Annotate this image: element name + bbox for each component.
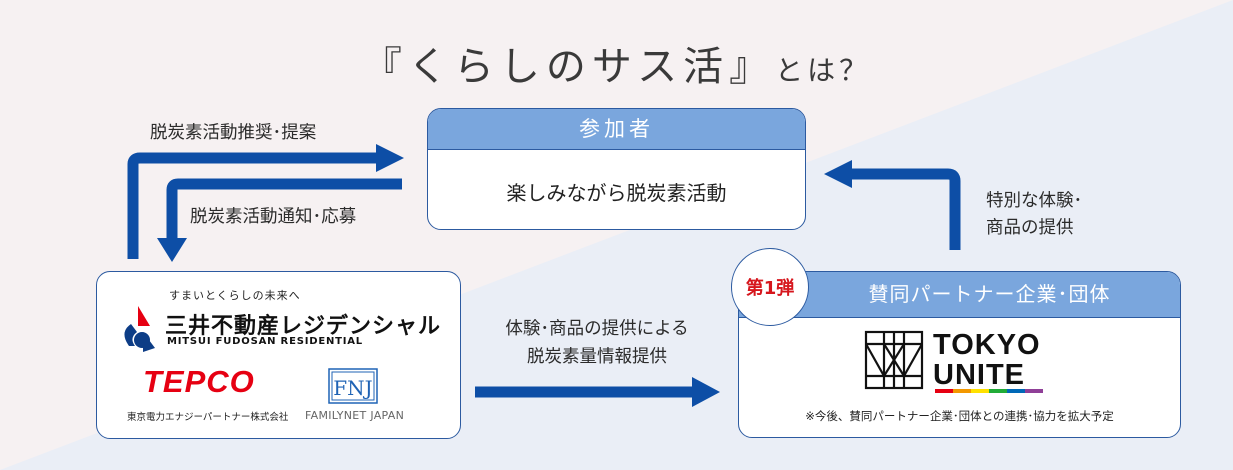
arrow-notice — [166, 178, 402, 240]
arrowhead-info — [692, 377, 720, 407]
title-main: 『くらしのサス活』 — [361, 44, 776, 90]
tokyo-unite-wordmark: TOKYO UNITE — [933, 330, 1041, 390]
partners-note: ※今後、賛同パートナー企業･団体との連携･協力を拡大予定 — [805, 409, 1114, 423]
arrow-recommend — [127, 152, 378, 259]
arrowhead-notice — [157, 238, 187, 262]
tokyo-unite-line2: UNITE — [933, 359, 1025, 391]
fnj-subtitle: FAMILYNET JAPAN — [305, 409, 405, 422]
label-experience-1: 特別な体験･ — [986, 191, 1083, 211]
label-experience-2: 商品の提供 — [986, 218, 1074, 238]
phase-badge: 第1弾 — [731, 248, 809, 326]
mitsui-name-en: MITSUI FUDOSAN RESIDENTIAL — [167, 336, 363, 347]
fnj-logo-text: FNJ — [333, 376, 372, 400]
partners-card: 賛同パートナー企業･団体 TOKYO UNITE ※今後、賛同パートナー企業･団… — [738, 271, 1181, 438]
participants-body: 楽しみながら脱炭素活動 — [506, 181, 727, 205]
developer-tagline: すまいとくらしの未来へ — [169, 289, 301, 302]
tokyo-unite-color-bar — [935, 389, 1043, 393]
page-title: 『くらしのサス活』とは？ — [0, 34, 1233, 92]
partners-header: 賛同パートナー企業･団体 — [739, 272, 1180, 318]
developer-card: すまいとくらしの未来へ 三井不動産レジデンシャル MITSUI FUDOSAN … — [96, 271, 461, 439]
participants-card: 参加者 楽しみながら脱炭素活動 — [427, 108, 806, 230]
arrowhead-experience — [824, 160, 852, 188]
fnj-logo-icon: FNJ — [328, 368, 378, 404]
arrow-experience — [850, 168, 961, 250]
tokyo-unite-mark-icon — [864, 330, 924, 390]
title-suffix: とは？ — [775, 54, 872, 87]
label-recommend: 脱炭素活動推奨･提案 — [150, 123, 317, 143]
mitsui-name-jp: 三井不動産レジデンシャル — [165, 314, 442, 339]
label-info-1: 体験･商品の提供による — [505, 319, 689, 339]
participants-header: 参加者 — [428, 109, 805, 150]
tepco-subtitle: 東京電力エナジーパートナー株式会社 — [127, 412, 289, 423]
tepco-logo: TEPCO — [143, 364, 255, 399]
label-info-2: 脱炭素量情報提供 — [527, 347, 667, 367]
tokyo-unite-line1: TOKYO — [933, 329, 1041, 361]
arrowhead-recommend — [376, 144, 404, 172]
mitsui-mark-icon — [124, 306, 155, 352]
label-notice: 脱炭素活動通知･応募 — [190, 207, 357, 227]
